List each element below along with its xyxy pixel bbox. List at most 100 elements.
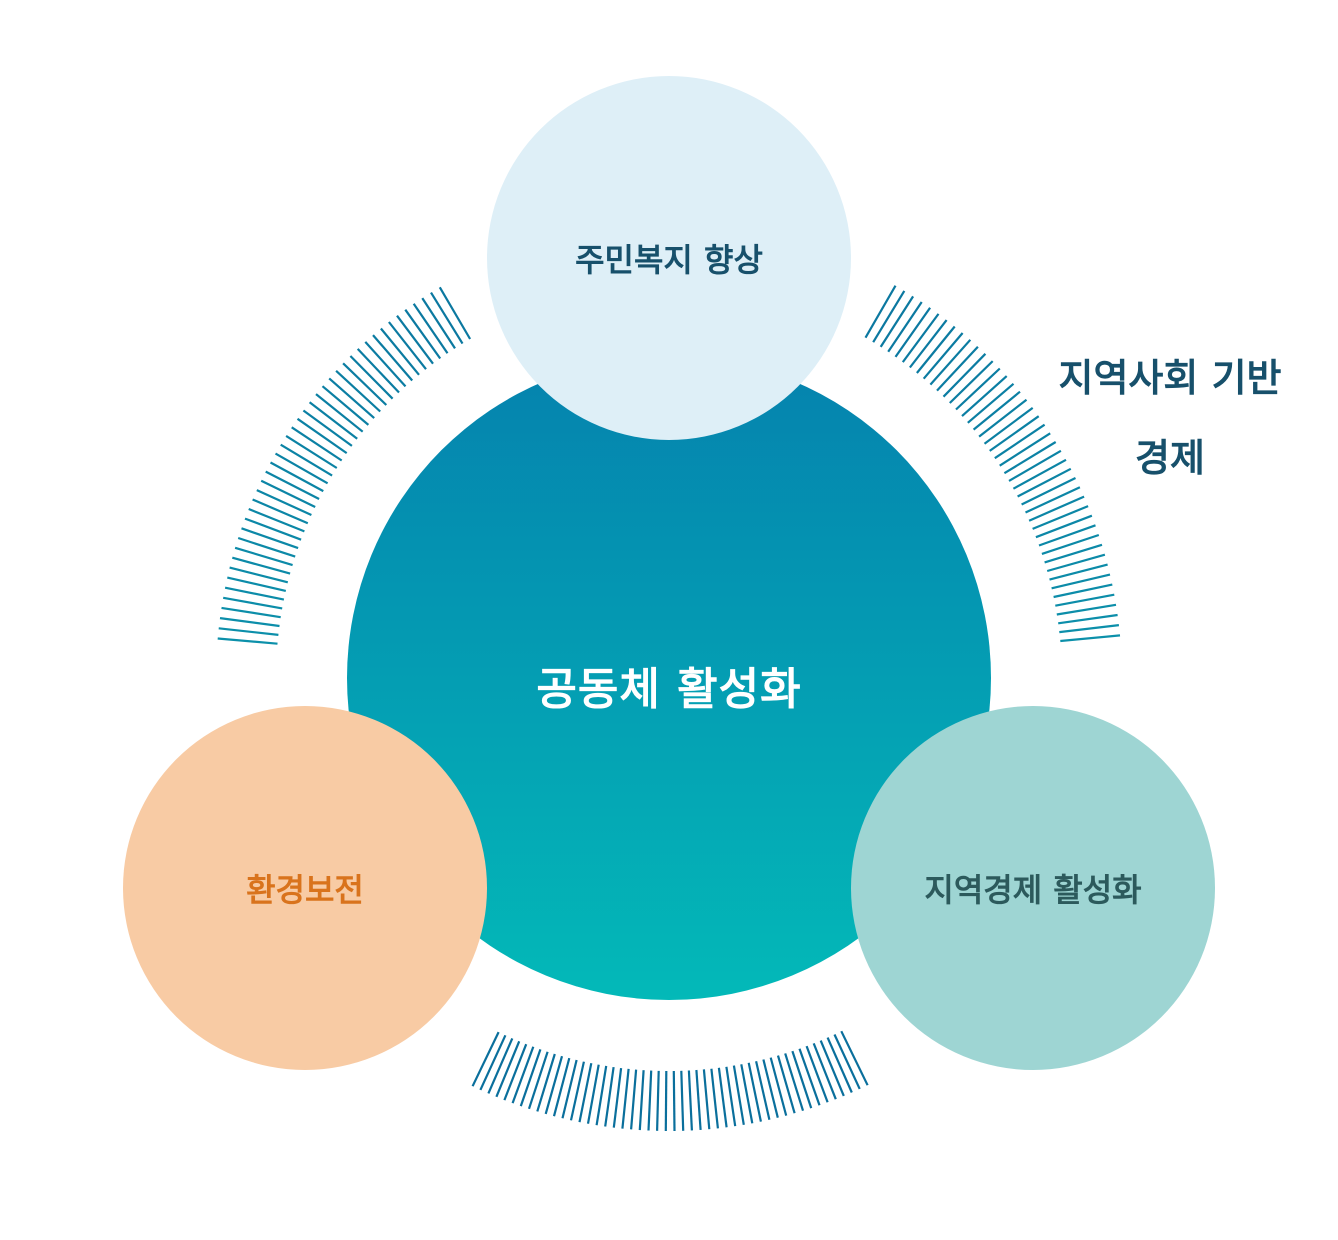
arc-stripe [218,627,279,636]
arc-stripe [1044,543,1103,564]
arc-stripe [942,353,987,398]
arc-stripe [265,470,320,500]
arc-stripe [274,452,329,485]
arc-stripe [511,1046,535,1104]
arc-stripe [1008,449,1062,482]
center-circle [347,356,991,1000]
arc-stripe [755,1060,771,1120]
arc-stripe [1056,603,1117,616]
side-caption: 지역사회 기반 경제 [1010,338,1330,498]
arc-stripe [569,1061,585,1121]
arc-stripe [372,334,414,382]
arc-stripe [252,498,309,525]
arc-stripe [826,1037,853,1093]
arc-stripe [232,556,291,575]
arc-stripe [356,348,400,394]
arc-stripe [798,1048,821,1106]
arc-stripe [901,313,940,363]
arc-stripe [638,1070,645,1131]
arc-stripe [879,295,915,348]
right-circle [851,706,1215,1070]
arc-stripe [1053,583,1113,599]
arc-stripe [234,546,293,567]
arc-stripe [1012,458,1067,490]
arc-stripe [949,360,994,404]
arc-stripe [710,1068,719,1129]
arc-stripe [302,409,353,447]
arc-stripe [421,297,456,349]
arc-stripe [612,1067,623,1128]
arc-stripe [217,637,278,645]
arc-stripe [872,290,906,343]
arc-stripe [740,1064,754,1124]
arc-stripe [725,1066,737,1127]
arc-stripe [256,489,312,517]
arc-stripe [269,461,324,493]
arc-stripe [280,443,333,477]
arc-stripe [747,1062,762,1122]
arc-stripe [999,432,1051,467]
arc-stripe [805,1045,829,1103]
arc-stripe [936,345,979,392]
arc-stripe [1046,553,1106,573]
arc-stripe [687,1070,693,1131]
arc-stripe [1028,495,1085,522]
arc-stripe [909,319,948,369]
arc-stripe [1059,624,1120,634]
arc-stripe [929,339,972,386]
arc-stripe [776,1055,796,1114]
arc-stripe [840,1030,869,1086]
center-label: 공동체 활성화 [536,664,802,715]
arc-stripe [621,1068,630,1129]
arc-stripe [916,325,956,374]
arc-stripe [544,1055,564,1115]
top-circle [487,76,851,440]
node-label-economy: 지역경제 활성화 [924,871,1142,909]
arc-stripe [260,479,316,508]
arc-stripe [833,1034,861,1090]
arc-stripe [955,367,1001,411]
arc-stripe [380,327,420,376]
arc-stripe [219,617,280,628]
arc-stripe [1021,477,1076,506]
arc-stripe [561,1059,578,1119]
side-caption-line1: 지역사회 기반 [1058,356,1282,400]
left-circle [123,706,487,1070]
arc-stripe [887,301,923,353]
arc-stripe [364,341,407,388]
arc-stripe [1058,613,1118,625]
arc-stripe [315,393,364,433]
arc-stripe [604,1066,615,1127]
arc-stripe [672,1070,676,1132]
arc-stripe [519,1049,542,1107]
arc-stripe [1025,486,1081,514]
arc-stripe [248,507,305,533]
arc-stripe [791,1050,813,1109]
arc-stripe [819,1040,845,1097]
arc-stripe [864,285,897,339]
arc-stripe [578,1062,593,1123]
arc-stripe [227,576,287,592]
arc-stripe [732,1065,745,1125]
arc-stripe [1035,514,1093,539]
arc-stripe [586,1064,600,1124]
arc-stripe [1051,573,1111,590]
arc-stripe [223,596,283,610]
arc-stripe [335,369,381,413]
arc-stripe [1003,441,1057,475]
arc-stripe [221,606,281,619]
node-label-welfare: 주민복지 향상 [575,241,763,279]
arc-stripe [664,1070,668,1132]
arc-stripe [241,527,299,550]
striped-arc-left [217,286,472,645]
arc-stripe [769,1057,788,1116]
arc-stripe [308,401,358,440]
arc-stripe [224,586,285,601]
arc-stripe [495,1040,521,1098]
arc-stripe [388,321,427,370]
arc-stripe [762,1059,779,1118]
node-label-environment: 환경보전 [246,871,364,909]
arc-stripe [1017,467,1072,498]
arc-stripe [487,1037,514,1094]
